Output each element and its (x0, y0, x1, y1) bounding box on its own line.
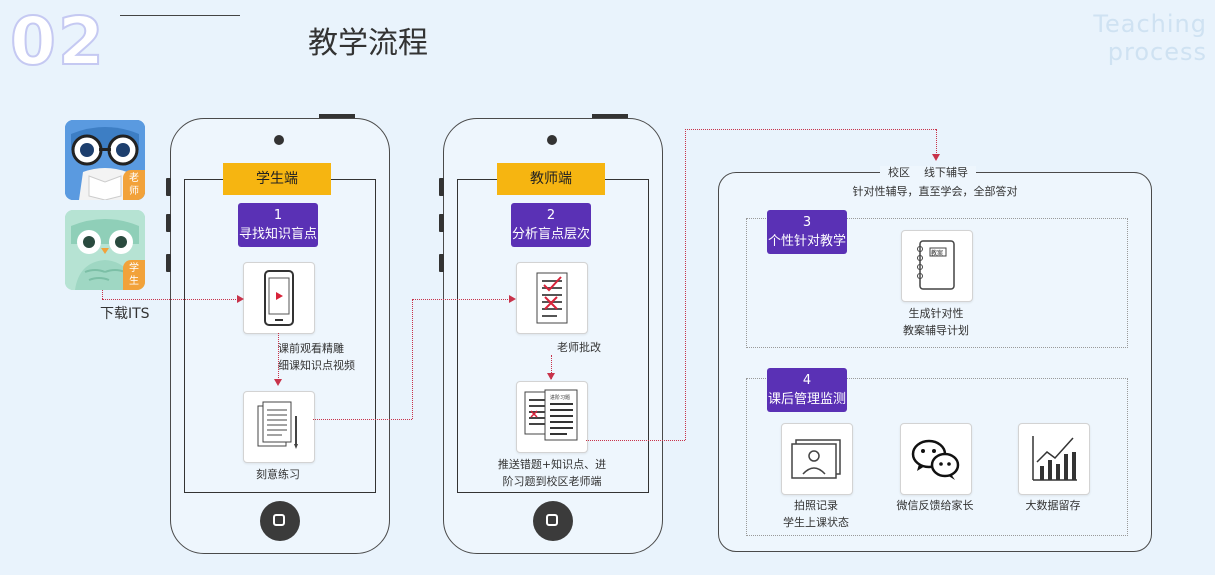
side-button (166, 214, 171, 232)
side-button (166, 178, 171, 196)
graded-paper-icon (536, 272, 568, 324)
phone-speaker (547, 135, 557, 145)
phone-video-icon (264, 270, 294, 326)
grading-card[interactable] (516, 262, 588, 334)
download-label: 下载ITS (100, 306, 150, 322)
connector-line (102, 290, 103, 299)
connector-line (685, 129, 936, 130)
student-video-desc: 课前观看精雕 细课知识点视频 (278, 340, 355, 374)
practice-label: 刻意练习 (256, 468, 300, 481)
home-button[interactable] (533, 501, 573, 541)
photo-card[interactable] (781, 423, 853, 495)
bar-chart-icon (1032, 436, 1077, 481)
top-button (319, 114, 355, 118)
student-desc-line1: 课前观看精雕 (278, 342, 344, 355)
campus-header: 校区 线下辅导 (880, 166, 976, 180)
push-desc-line2: 阶习题到校区老师端 (502, 475, 602, 488)
teacher-badge-char1: 老 (129, 173, 139, 184)
header-rule (120, 15, 240, 16)
bigdata-label: 大数据留存 (1025, 499, 1081, 512)
campus-label: 校区 (888, 166, 910, 179)
step2-label: 分析盲点层次 (511, 227, 590, 242)
arrow-icon (274, 379, 282, 386)
photo-icon (791, 439, 841, 479)
step1-label: 寻找知识盲点 (238, 227, 317, 242)
connector-line (412, 299, 510, 300)
step3-number: 3 (802, 215, 812, 230)
side-button (439, 254, 444, 272)
offline-label: 线下辅导 (924, 166, 968, 179)
video-card[interactable] (243, 262, 315, 334)
notebook-label: 教案 (931, 250, 944, 257)
english-title: Teaching process (1093, 10, 1207, 66)
step4-label: 课后管理监测 (767, 392, 846, 407)
teacher-badge-char2: 师 (129, 186, 139, 197)
wechat-card[interactable] (900, 423, 972, 495)
english-title-line1: Teaching (1093, 10, 1207, 38)
student-desc-line2: 细课知识点视频 (278, 359, 355, 372)
arrow-icon (237, 295, 244, 303)
section-number: 02 (9, 3, 106, 81)
home-button[interactable] (260, 501, 300, 541)
push-desc-line1: 推送错题+知识点、进 (497, 458, 607, 471)
step1-number: 1 (273, 208, 283, 223)
step4-number: 4 (802, 373, 812, 388)
plan-desc: 生成针对性 教案辅导计划 (876, 305, 996, 339)
page-title: 教学流程 (308, 26, 428, 61)
connector-line (102, 299, 238, 300)
push-card[interactable]: 进阶习题 (516, 381, 588, 453)
english-title-line2: process (1107, 38, 1207, 66)
step2-number: 2 (546, 208, 556, 223)
student-app-icon[interactable]: 学 生 (65, 210, 145, 290)
connector-line (313, 419, 412, 420)
student-badge-char1: 学 (129, 263, 139, 274)
grading-label: 老师批改 (557, 341, 601, 354)
push-desc: 推送错题+知识点、进 阶习题到校区老师端 (494, 456, 610, 490)
notebook-icon (917, 240, 955, 290)
plan-desc-line1: 生成针对性 (908, 307, 964, 320)
plan-desc-line2: 教案辅导计划 (903, 324, 969, 337)
step2-badge: 2 分析盲点层次 (511, 203, 591, 247)
step4-box (746, 378, 1128, 536)
student-badge-char2: 生 (129, 276, 139, 287)
arrow-icon (509, 295, 516, 303)
bigdata-card[interactable] (1018, 423, 1090, 495)
wechat-label: 微信反馈给家长 (896, 499, 974, 512)
wechat-icon (911, 439, 960, 480)
photo-desc-line1: 拍照记录 (794, 499, 838, 512)
connector-line (685, 129, 686, 440)
connector-line (551, 355, 552, 379)
step1-badge: 1 寻找知识盲点 (238, 203, 318, 247)
worksheet-icon (257, 401, 298, 449)
step4-badge: 4 课后管理监测 (767, 368, 847, 412)
connector-line (412, 299, 413, 419)
teacher-side-header: 教师端 (497, 163, 605, 195)
connector-line (936, 129, 937, 155)
arrow-icon (932, 154, 940, 161)
plan-card[interactable]: 教案 (901, 230, 973, 302)
side-button (166, 254, 171, 272)
photo-desc-line2: 学生上课状态 (783, 516, 849, 529)
practice-card[interactable] (243, 391, 315, 463)
student-side-header: 学生端 (223, 163, 331, 195)
campus-subtitle: 针对性辅导，直至学会，全部答对 (852, 185, 1018, 198)
photo-desc: 拍照记录 学生上课状态 (756, 497, 876, 531)
connector-line (278, 333, 279, 380)
exercise-papers-icon (524, 389, 578, 441)
step3-box (746, 218, 1128, 348)
side-button (439, 214, 444, 232)
top-button (592, 114, 628, 118)
step3-badge: 3 个性针对教学 (767, 210, 847, 254)
step3-label: 个性针对教学 (767, 234, 846, 249)
side-button (439, 178, 444, 196)
paper-header: 进阶习题 (550, 395, 571, 401)
teacher-app-icon[interactable]: 老 师 (65, 120, 145, 200)
phone-speaker (274, 135, 284, 145)
arrow-icon (547, 373, 555, 380)
blue-owl-icon (65, 120, 145, 200)
connector-line (586, 440, 685, 441)
